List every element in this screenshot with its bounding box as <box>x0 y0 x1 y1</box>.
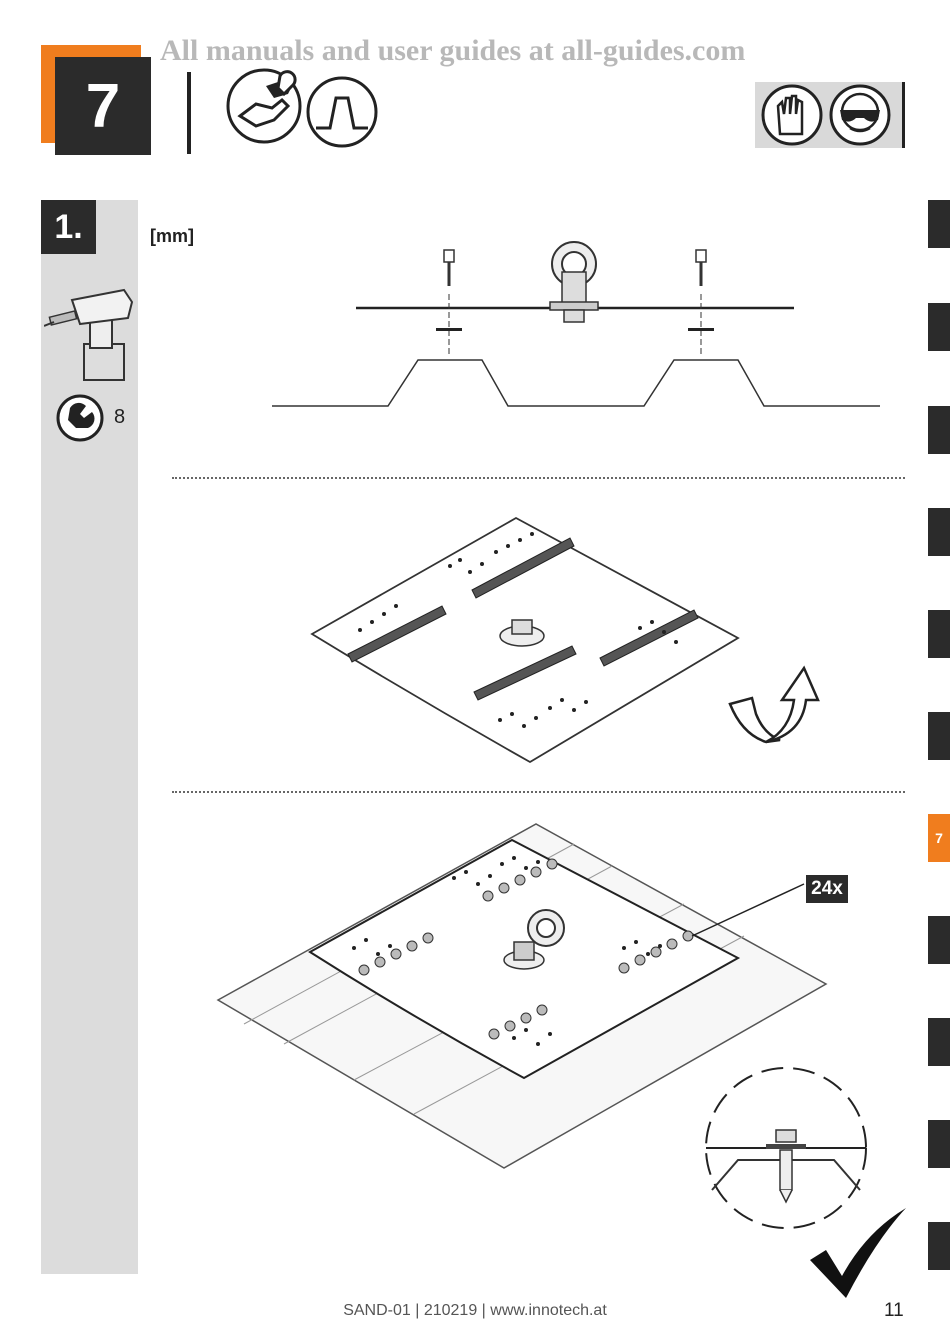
substep-number: 1. <box>41 200 96 254</box>
screw-detail-view <box>705 1067 867 1229</box>
section-tab-active[interactable]: 7 <box>928 814 950 862</box>
ppe-divider <box>902 82 905 148</box>
section-tab[interactable] <box>928 712 950 760</box>
screw-quantity-badge: 24x <box>806 875 848 903</box>
safety-glasses-icon <box>829 84 891 146</box>
header-separator <box>187 72 191 154</box>
section-divider <box>172 477 905 479</box>
footer-text: SAND-01 | 210219 | www.innotech.at <box>343 1302 607 1319</box>
section-tab[interactable] <box>928 610 950 658</box>
rotate-arrow-icon <box>728 665 820 744</box>
installed-anchor <box>503 909 565 970</box>
section-tab[interactable] <box>928 1120 950 1168</box>
section-tab[interactable] <box>928 303 950 351</box>
ppe-icons <box>761 84 891 146</box>
screw-right <box>688 249 714 354</box>
checkmark-icon <box>810 1208 906 1298</box>
header-icons <box>226 68 378 148</box>
gloves-icon <box>761 84 823 146</box>
torque-value: 8 <box>114 406 126 428</box>
installed-plate-diagram <box>216 823 828 1169</box>
section-tab[interactable] <box>928 1018 950 1066</box>
cross-section-diagram <box>272 241 880 407</box>
section-tab[interactable] <box>928 200 950 248</box>
step-number: 7 <box>55 57 151 155</box>
section-tab[interactable] <box>928 916 950 964</box>
unit-label: [mm] <box>150 226 194 246</box>
base-plate-diagram <box>310 516 740 764</box>
torque-wrench-icon <box>56 394 104 442</box>
cordless-drill-icon <box>44 288 134 381</box>
trapezoid-profile-icon <box>306 76 378 148</box>
section-tab[interactable] <box>928 508 950 556</box>
section-tab[interactable] <box>928 406 950 454</box>
handshake-wrench-icon <box>226 68 302 144</box>
page-number: 11 <box>884 1300 904 1321</box>
section-divider-2 <box>172 791 905 793</box>
screw-left <box>436 249 462 354</box>
anchor-eye-bolt <box>549 241 599 323</box>
watermark: All manuals and user guides at all-guide… <box>160 34 746 67</box>
section-tab[interactable] <box>928 1222 950 1270</box>
